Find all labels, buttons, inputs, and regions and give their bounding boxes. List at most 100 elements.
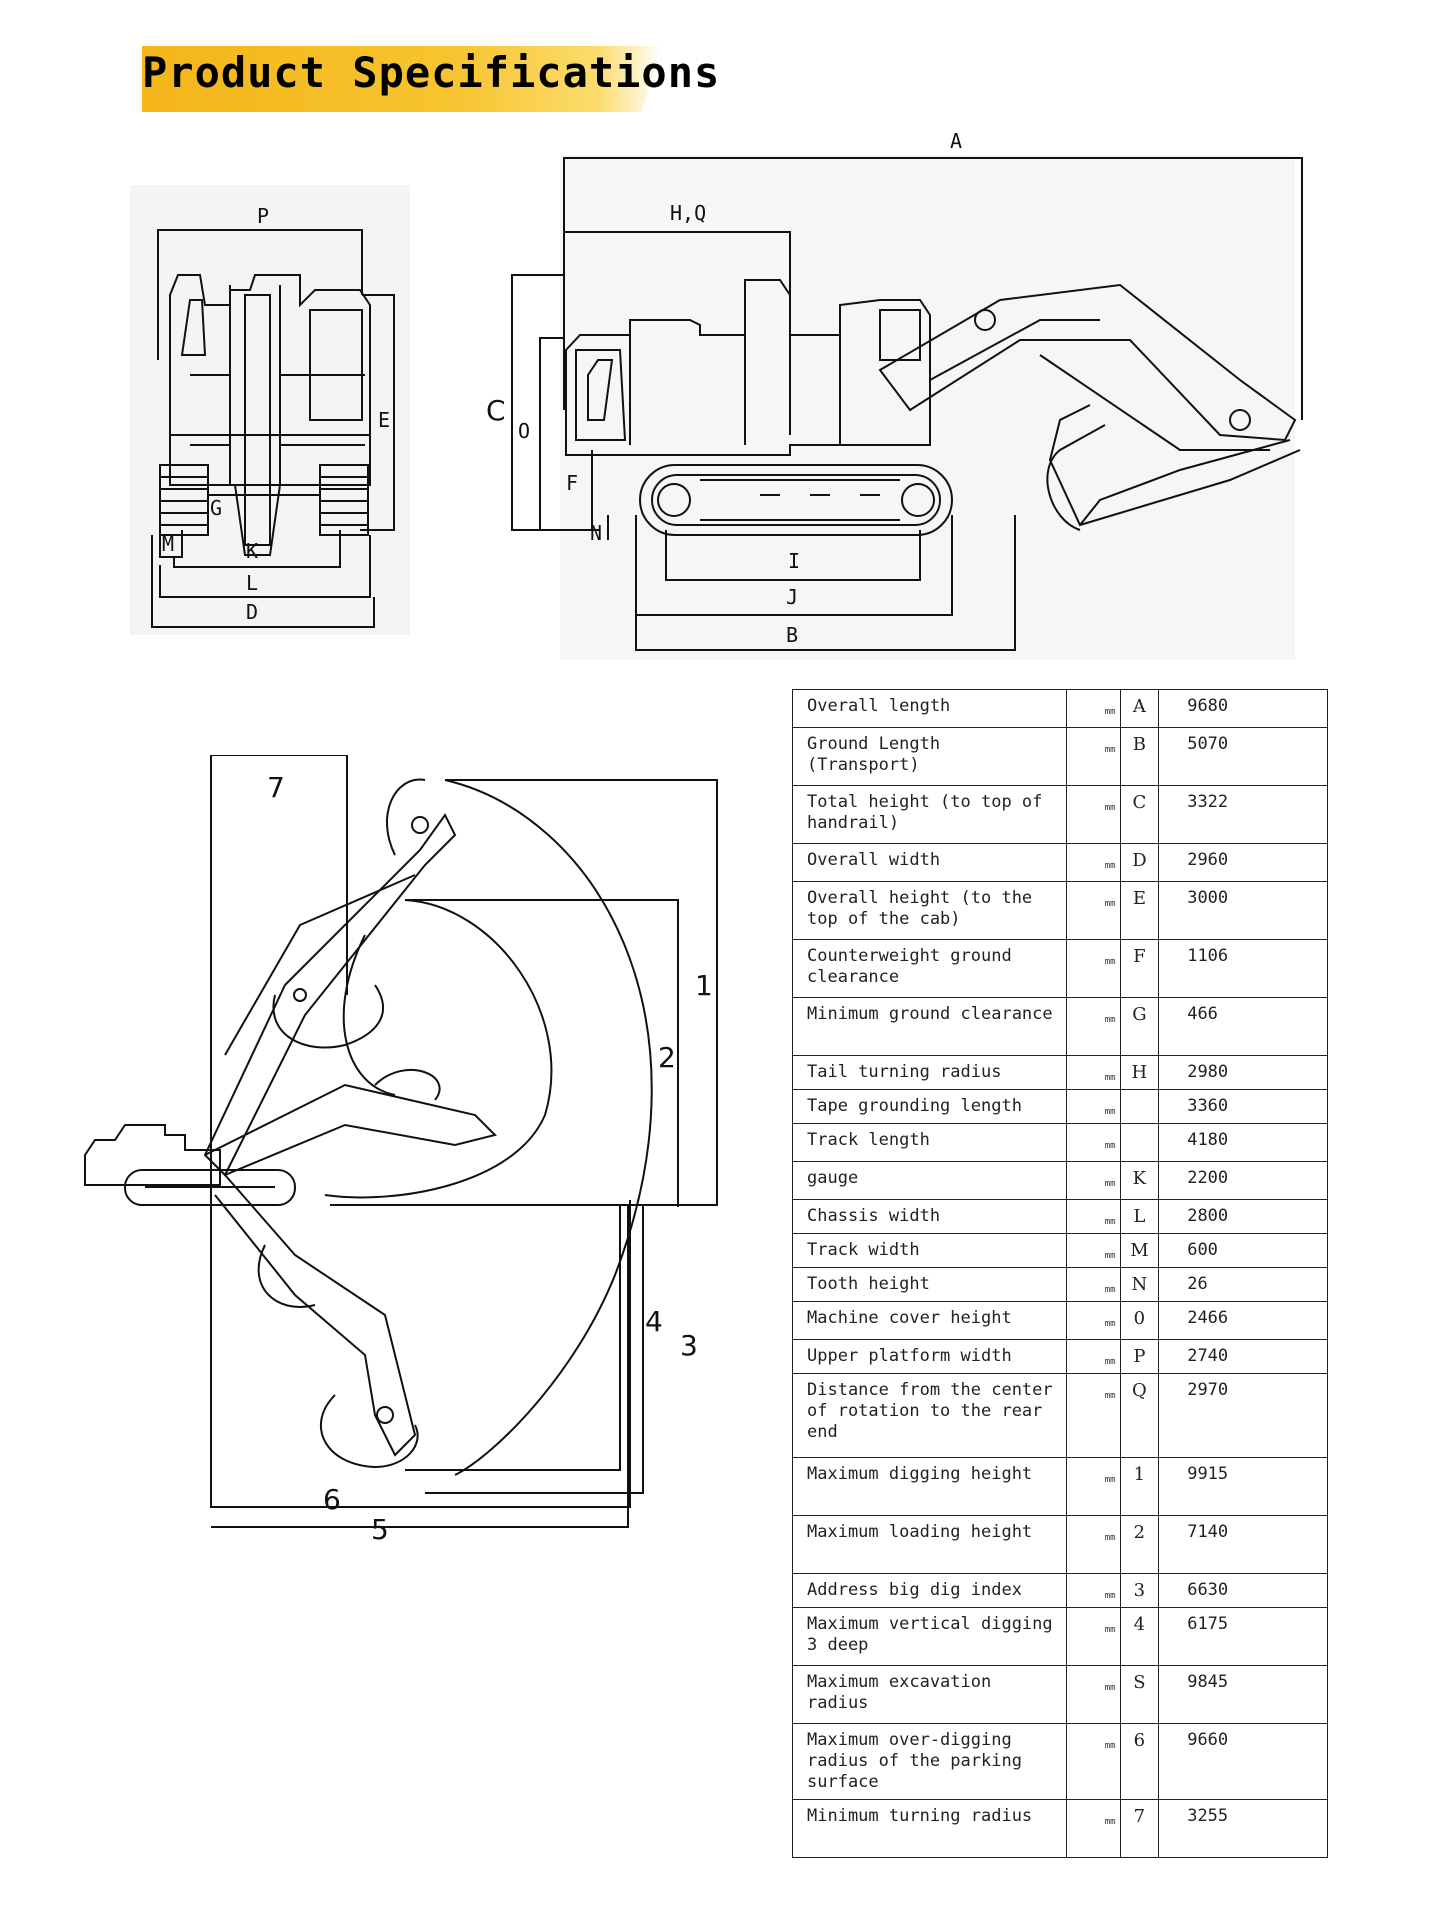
spec-value: 2800	[1158, 1199, 1328, 1234]
label-J: J	[786, 585, 798, 609]
spec-unit: mm	[1065, 1457, 1121, 1516]
spec-name: Tape grounding length	[792, 1089, 1067, 1124]
label-P: P	[257, 204, 269, 228]
spec-value: 2980	[1158, 1055, 1328, 1090]
spec-code: P	[1119, 1339, 1160, 1374]
label-7: 7	[267, 771, 285, 804]
label-L: L	[246, 571, 258, 595]
label-B: B	[786, 623, 798, 647]
spec-value: 6630	[1158, 1573, 1328, 1608]
label-K: K	[246, 539, 258, 563]
spec-name: Maximum excavation radius	[792, 1665, 1067, 1724]
label-M: M	[162, 532, 174, 556]
spec-code: E	[1119, 881, 1160, 940]
label-I: I	[788, 549, 800, 573]
spec-name: Maximum over-digging radius of the parki…	[792, 1723, 1067, 1800]
spec-unit: mm	[1065, 1199, 1121, 1234]
label-D: D	[246, 600, 258, 624]
spec-unit: mm	[1065, 1089, 1121, 1124]
spec-name: Total height (to top of handrail)	[792, 785, 1067, 844]
spec-unit: mm	[1065, 1799, 1121, 1858]
spec-name: Tail turning radius	[792, 1055, 1067, 1090]
spec-value: 9680	[1158, 689, 1328, 728]
spec-code: A	[1119, 689, 1160, 728]
spec-name: Overall height (to the top of the cab)	[792, 881, 1067, 940]
label-E: E	[378, 408, 390, 432]
spec-code: S	[1119, 1665, 1160, 1724]
spec-value: 466	[1158, 997, 1328, 1056]
spec-value: 2970	[1158, 1373, 1328, 1458]
spec-value: 1106	[1158, 939, 1328, 998]
spec-name: Chassis width	[792, 1199, 1067, 1234]
spec-code: D	[1119, 843, 1160, 882]
spec-unit: mm	[1065, 689, 1121, 728]
spec-code: L	[1119, 1199, 1160, 1234]
spec-code: N	[1119, 1267, 1160, 1302]
spec-code: Q	[1119, 1373, 1160, 1458]
spec-unit: mm	[1065, 1339, 1121, 1374]
spec-value: 2740	[1158, 1339, 1328, 1374]
spec-unit: mm	[1065, 1665, 1121, 1724]
label-F: F	[566, 471, 578, 495]
spec-code: H	[1119, 1055, 1160, 1090]
spec-name: Track width	[792, 1233, 1067, 1268]
spec-code: F	[1119, 939, 1160, 998]
spec-value: 3360	[1158, 1089, 1328, 1124]
spec-code: B	[1119, 727, 1160, 786]
side-view-diagram: A H,Q C O F N I J B	[486, 129, 1303, 660]
spec-code	[1119, 1089, 1160, 1124]
label-5: 5	[371, 1513, 389, 1546]
spec-code: 2	[1119, 1515, 1160, 1574]
spec-code: 0	[1119, 1301, 1160, 1340]
spec-name: Minimum ground clearance	[792, 997, 1067, 1056]
spec-code: G	[1119, 997, 1160, 1056]
spec-code: M	[1119, 1233, 1160, 1268]
spec-name: gauge	[792, 1161, 1067, 1200]
label-3: 3	[680, 1329, 698, 1362]
spec-name: Overall width	[792, 843, 1067, 882]
front-view-diagram: P E G M K L D	[130, 185, 410, 635]
label-A: A	[950, 129, 962, 153]
table-row: Maximum over-digging radius of the parki…	[792, 1723, 1328, 1800]
spec-value: 3322	[1158, 785, 1328, 844]
spec-value: 7140	[1158, 1515, 1328, 1574]
label-2: 2	[658, 1041, 676, 1074]
spec-unit: mm	[1065, 939, 1121, 998]
spec-code: C	[1119, 785, 1160, 844]
spec-value: 5070	[1158, 727, 1328, 786]
spec-unit: mm	[1065, 843, 1121, 882]
label-G: G	[210, 496, 222, 520]
spec-name: Counterweight ground clearance	[792, 939, 1067, 998]
spec-name: Address big dig index	[792, 1573, 1067, 1608]
spec-name: Track length	[792, 1123, 1067, 1162]
spec-code: 4	[1119, 1607, 1160, 1666]
spec-name: Distance from the center of rotation to …	[792, 1373, 1067, 1458]
spec-unit: mm	[1065, 1723, 1121, 1800]
spec-unit: mm	[1065, 1573, 1121, 1608]
spec-code: K	[1119, 1161, 1160, 1200]
table-row: Distance from the center of rotation to …	[792, 1373, 1328, 1458]
spec-value: 2960	[1158, 843, 1328, 882]
spec-code	[1119, 1123, 1160, 1162]
spec-name: Maximum digging height	[792, 1457, 1067, 1516]
spec-unit: mm	[1065, 1267, 1121, 1302]
spec-unit: mm	[1065, 727, 1121, 786]
spec-name: Machine cover height	[792, 1301, 1067, 1340]
label-6: 6	[323, 1483, 341, 1516]
spec-value: 9845	[1158, 1665, 1328, 1724]
spec-name: Ground Length (Transport)	[792, 727, 1067, 786]
